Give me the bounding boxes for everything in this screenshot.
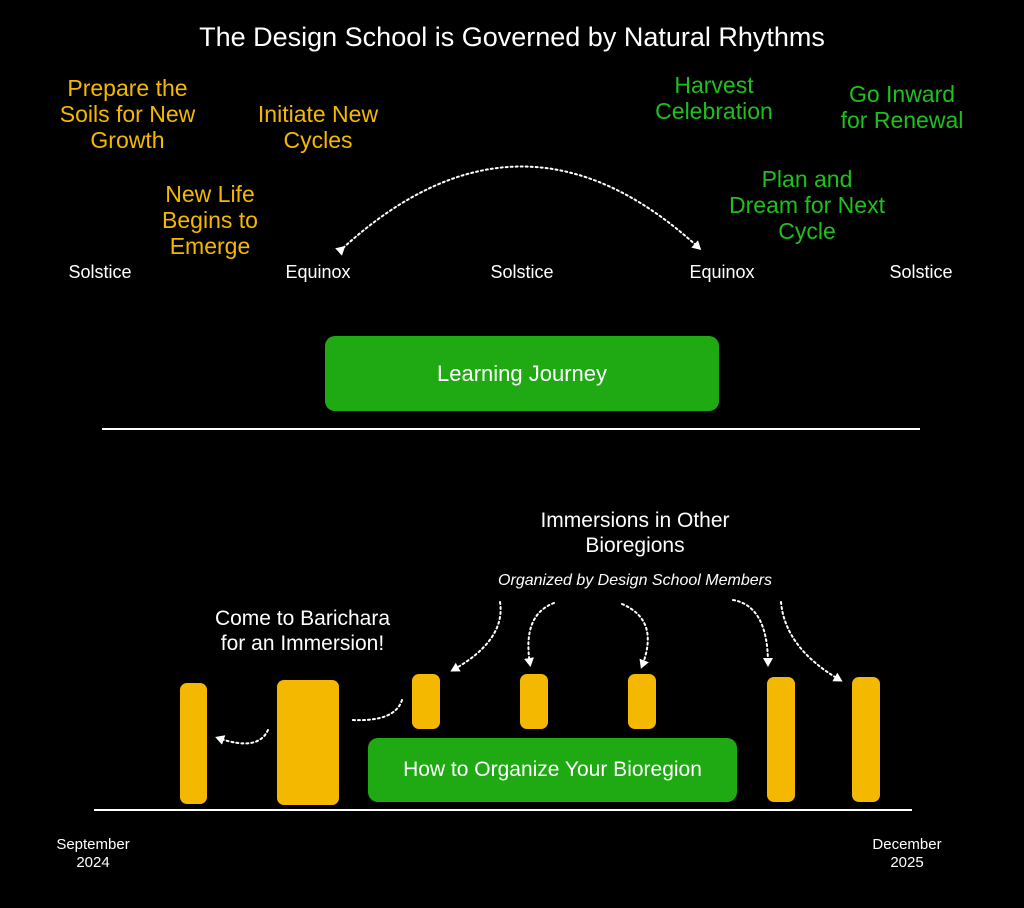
- timeline-bar-7: [852, 677, 880, 802]
- season-equinox-1: Equinox: [285, 262, 351, 282]
- season-solstice-3: Solstice: [889, 262, 953, 282]
- phase-prepare-soils: Prepare the Soils for New Growth: [59, 75, 196, 153]
- immersions-title: Immersions in Other Bioregions: [540, 509, 730, 557]
- phase-harvest: Harvest Celebration: [655, 72, 773, 124]
- phase-initiate-cycles: Initiate New Cycles: [257, 101, 379, 153]
- timeline-bar-barichara: [277, 680, 339, 805]
- equinox-arc-arrow: [335, 165, 702, 256]
- organized-by-note: Organized by Design School Members: [498, 572, 772, 589]
- season-solstice-1: Solstice: [68, 262, 132, 282]
- immersion-arrow-5: [780, 601, 843, 682]
- phase-plan-dream: Plan and Dream for Next Cycle: [729, 166, 885, 244]
- barichara-label: Come to Barichara for an Immersion!: [214, 607, 391, 655]
- timeline-bar-4: [520, 674, 548, 729]
- organize-bioregion-box: How to Organize Your Bioregion: [368, 738, 737, 802]
- phase-new-life: New Life Begins to Emerge: [162, 181, 258, 259]
- barichara-arrow-to-bar: [351, 699, 403, 722]
- diagram-title: The Design School is Governed by Natural…: [199, 22, 825, 52]
- section-divider: [102, 428, 920, 430]
- season-solstice-2: Solstice: [490, 262, 554, 282]
- immersion-arrow-4: [732, 599, 773, 667]
- phase-go-inward: Go Inward for Renewal: [840, 81, 964, 133]
- immersion-arrow-1: [450, 601, 502, 672]
- start-date: September 2024: [56, 836, 130, 871]
- end-date: December 2025: [872, 836, 942, 871]
- timeline-bar-6: [767, 677, 795, 802]
- timeline-baseline: [94, 809, 912, 811]
- season-equinox-2: Equinox: [689, 262, 755, 282]
- timeline-bar-1: [180, 683, 207, 804]
- timeline-bar-3: [412, 674, 440, 729]
- timeline-bar-5: [628, 674, 656, 729]
- immersion-arrow-2: [524, 602, 555, 667]
- barichara-arrow-back: [215, 729, 269, 745]
- learning-journey-box: Learning Journey: [325, 336, 719, 411]
- immersion-arrow-3: [621, 603, 649, 669]
